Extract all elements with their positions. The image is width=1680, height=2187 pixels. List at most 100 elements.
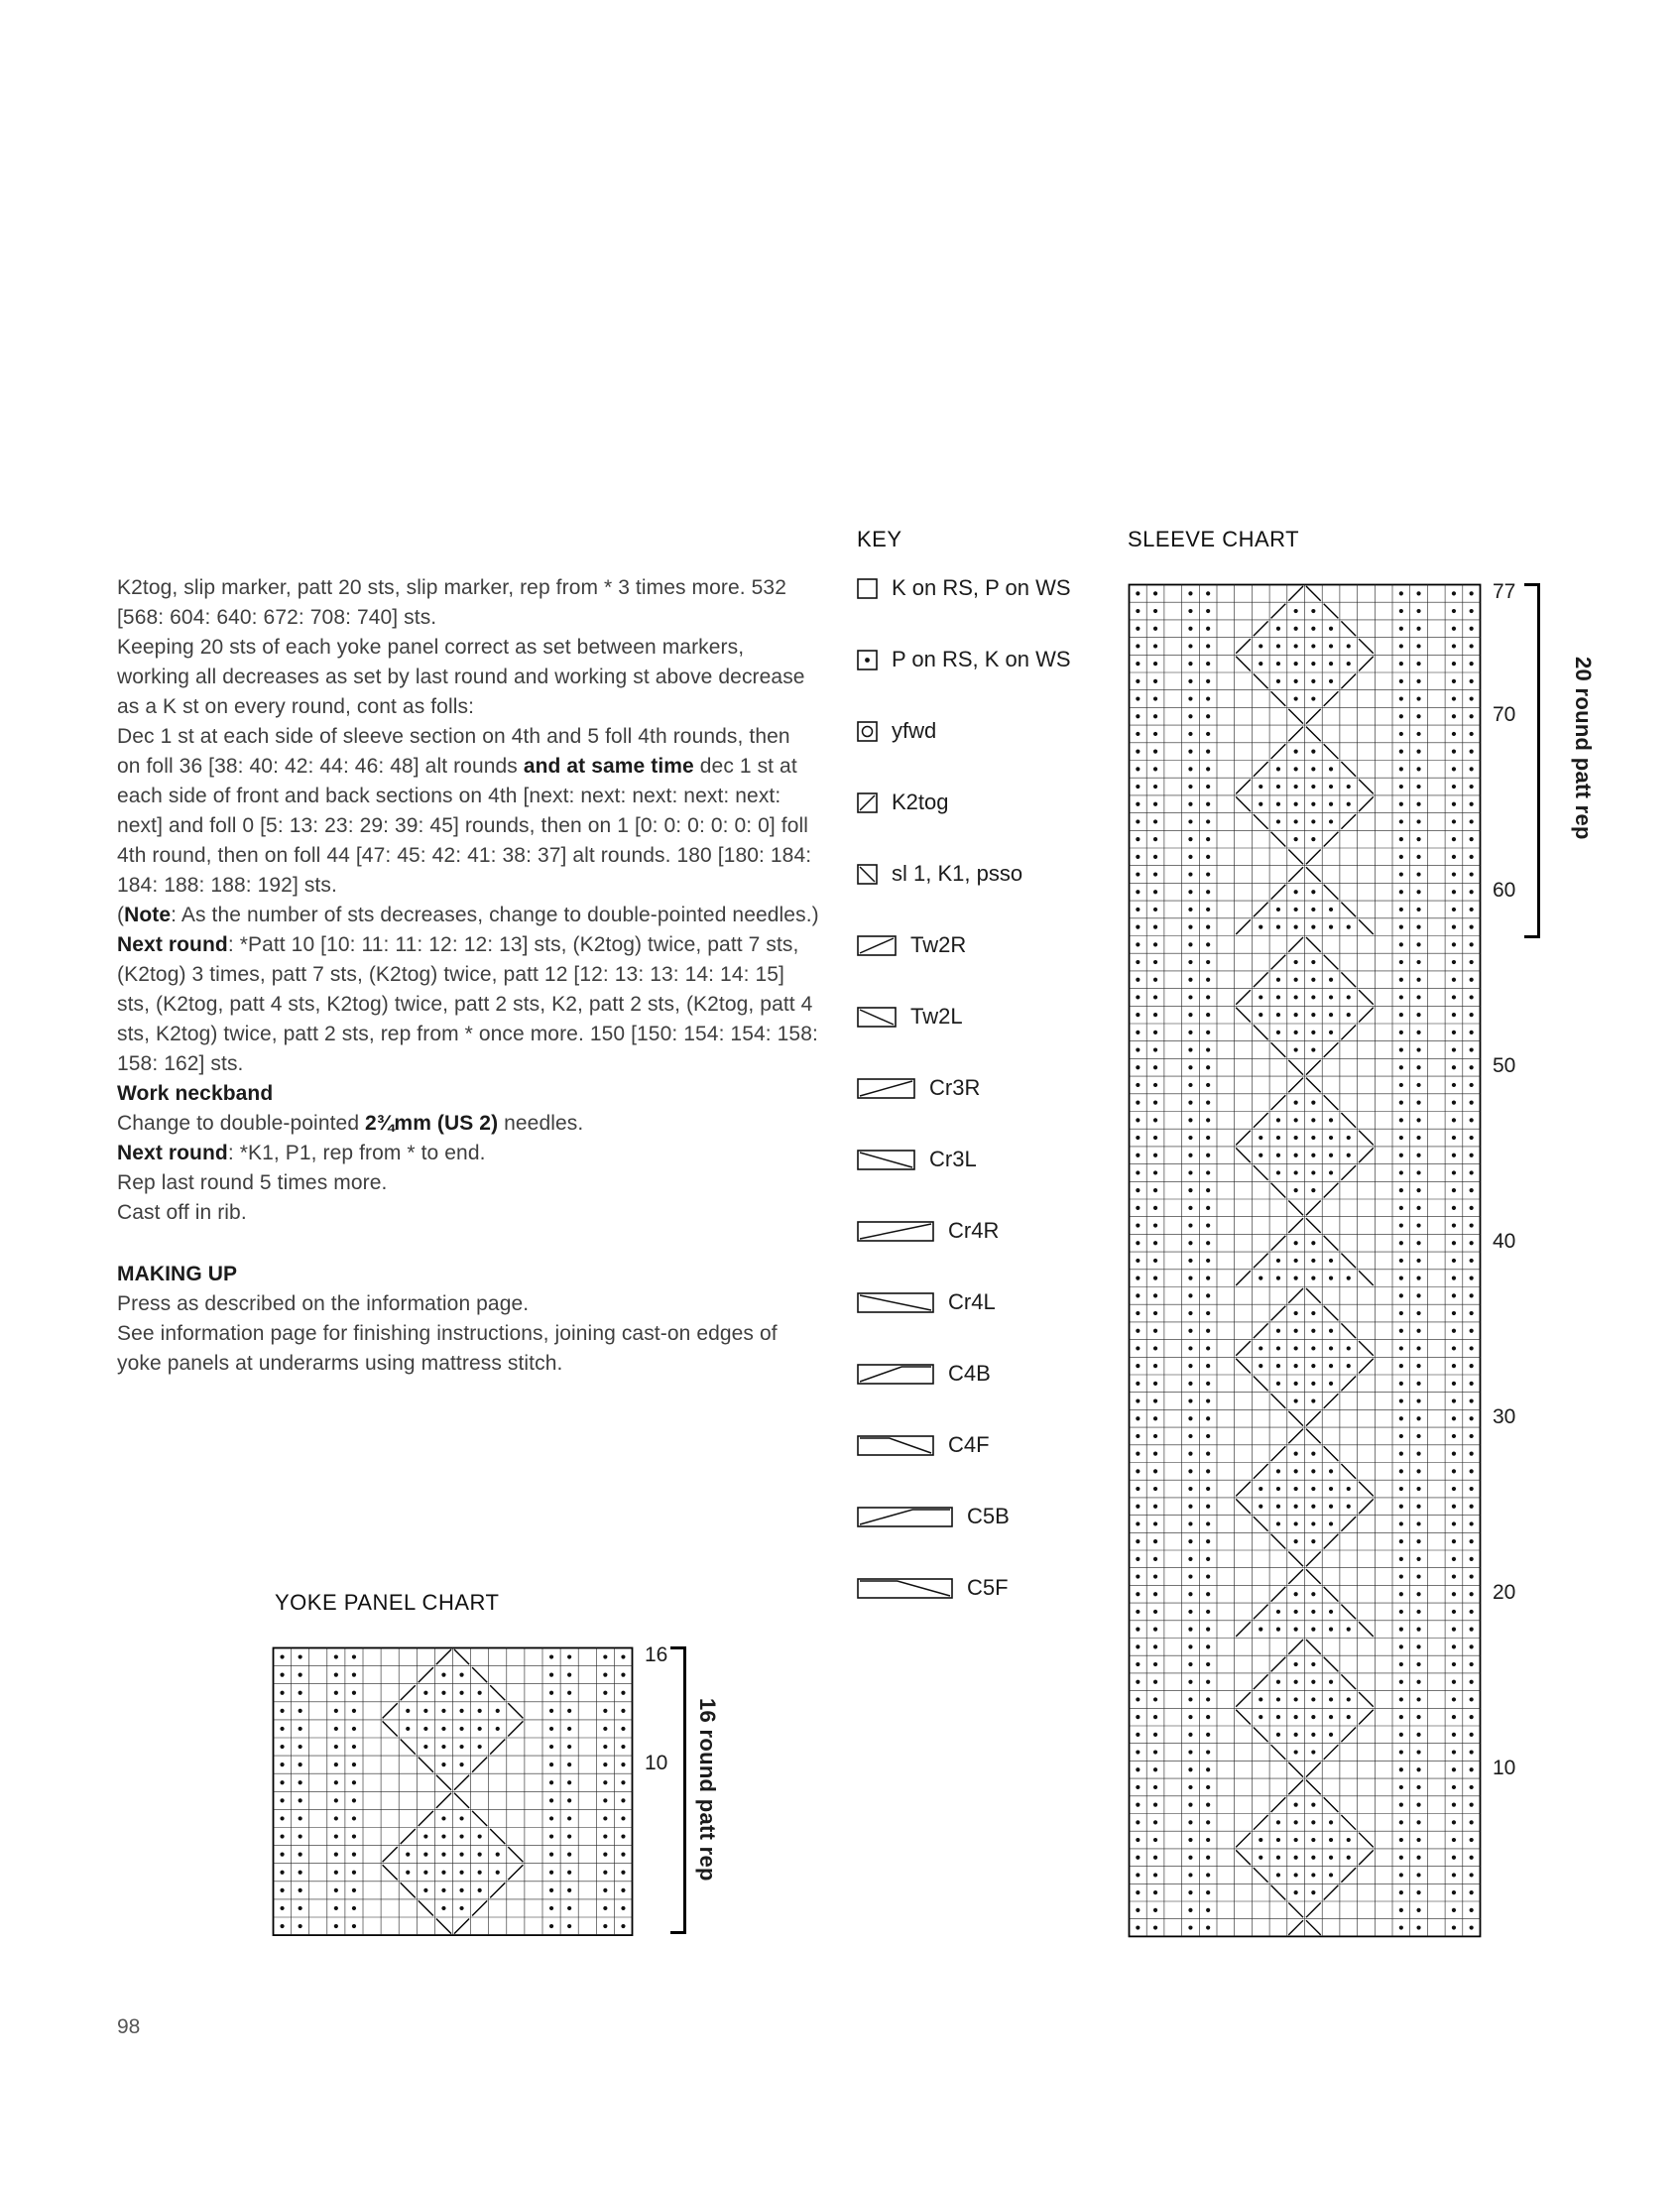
bold-text: MAKING UP <box>117 1263 238 1285</box>
key-label: Cr3L <box>929 1147 977 1171</box>
yoke-repeat-bracket <box>670 1646 686 1934</box>
key-label: C5F <box>967 1575 1009 1600</box>
body-text: Dec 1 st at each side of sleeve section … <box>117 725 790 778</box>
chart-row-number: 60 <box>1493 878 1516 902</box>
paragraph: Change to double-pointed 2¾mm (US 2) nee… <box>117 1109 819 1139</box>
bold-text: Note <box>124 904 172 926</box>
key-legend: K on RS, P on WS P on RS, K on WS yfwd K… <box>857 575 1154 1666</box>
paragraph: Work neckband <box>117 1079 819 1109</box>
key-label: sl 1, K1, psso <box>892 861 1023 886</box>
key-item: Cr3L <box>857 1147 977 1172</box>
paragraph: Next round: *K1, P1, rep from * to end. <box>117 1139 819 1168</box>
key-label: yfwd <box>892 718 937 743</box>
chart-row-number: 77 <box>1493 579 1516 603</box>
chart-row-number: 40 <box>1493 1229 1516 1253</box>
key-item: Cr4R <box>857 1218 999 1244</box>
sleeve-chart-title: SLEEVE CHART <box>1128 527 1300 551</box>
cr3r-icon <box>857 1077 915 1099</box>
c5f-icon <box>857 1577 953 1599</box>
body-text: K2tog, slip marker, patt 20 sts, slip ma… <box>117 576 786 629</box>
sleeve-chart-grid <box>1128 583 1482 1943</box>
paragraph: MAKING UP <box>117 1260 819 1289</box>
cr4l-icon <box>857 1291 934 1313</box>
purl-stitch-icon <box>857 649 878 670</box>
c5b-icon <box>857 1506 953 1527</box>
chart-row-number: 50 <box>1493 1053 1516 1077</box>
key-label: Cr4L <box>948 1289 996 1314</box>
body-text: ( <box>117 904 125 926</box>
k2tog-icon <box>857 791 878 813</box>
cr3l-icon <box>857 1149 915 1170</box>
tw2r-icon <box>857 934 897 956</box>
key-item: C4B <box>857 1361 991 1387</box>
paragraph: Dec 1 st at each side of sleeve section … <box>117 722 819 901</box>
yfwd-icon <box>857 720 878 742</box>
chart-row-number: 10 <box>1493 1756 1516 1779</box>
c4f-icon <box>857 1434 934 1456</box>
cr4r-icon <box>857 1220 934 1242</box>
yoke-chart-title: YOKE PANEL CHART <box>275 1590 500 1615</box>
bold-text: Next round <box>117 1142 228 1164</box>
key-label: Cr3R <box>929 1075 981 1100</box>
c4b-icon <box>857 1363 934 1385</box>
body-text: : As the number of sts decreases, change… <box>171 904 819 926</box>
key-label: P on RS, K on WS <box>892 647 1071 671</box>
paragraph: (Note: As the number of sts decreases, c… <box>117 901 819 930</box>
paragraph: Keeping 20 sts of each yoke panel correc… <box>117 633 819 722</box>
key-label: Tw2R <box>910 932 967 957</box>
body-text: Rep last round 5 times more. <box>117 1171 388 1194</box>
key-label: K on RS, P on WS <box>892 575 1071 600</box>
body-text: : *Patt 10 [10: 11: 11: 12: 12: 13] sts,… <box>117 933 818 1075</box>
key-label: C4B <box>948 1361 991 1386</box>
key-item: C4F <box>857 1432 990 1458</box>
body-text: : *K1, P1, rep from * to end. <box>227 1142 486 1164</box>
body-text: Cast off in rib. <box>117 1201 247 1224</box>
key-item: Tw2R <box>857 932 966 958</box>
key-title: KEY <box>857 527 902 551</box>
key-label: C5B <box>967 1504 1010 1528</box>
skpo-icon <box>857 863 878 885</box>
paragraph: Rep last round 5 times more. <box>117 1168 819 1198</box>
body-text: See information page for finishing instr… <box>117 1322 778 1375</box>
key-item: C5F <box>857 1575 1009 1601</box>
chart-row-number: 16 <box>645 1643 668 1667</box>
paragraph: K2tog, slip marker, patt 20 sts, slip ma… <box>117 573 819 633</box>
sleeve-repeat-bracket <box>1524 583 1540 938</box>
key-label: Tw2L <box>910 1004 963 1029</box>
body-text: needles. <box>498 1112 584 1135</box>
tw2l-icon <box>857 1006 897 1028</box>
key-item: sl 1, K1, psso <box>857 861 1022 887</box>
key-item: P on RS, K on WS <box>857 647 1071 672</box>
yoke-repeat-label: 16 round patt rep <box>695 1698 720 1882</box>
key-label: K2tog <box>892 790 949 814</box>
page-number: 98 <box>117 2015 141 2038</box>
bold-text: Work neckband <box>117 1082 274 1105</box>
paragraph: Press as described on the information pa… <box>117 1289 819 1319</box>
body-text: Press as described on the information pa… <box>117 1292 530 1315</box>
body-text: Keeping 20 sts of each yoke panel correc… <box>117 636 805 718</box>
paragraph: See information page for finishing instr… <box>117 1319 819 1379</box>
chart-row-number: 20 <box>1493 1580 1516 1604</box>
key-item: C5B <box>857 1504 1010 1529</box>
key-item: K on RS, P on WS <box>857 575 1071 601</box>
bold-text: Next round <box>117 933 228 956</box>
chart-row-number: 10 <box>645 1751 668 1774</box>
knit-stitch-icon <box>857 577 878 599</box>
key-item: Cr3R <box>857 1075 980 1101</box>
key-item: Cr4L <box>857 1289 996 1315</box>
bold-text: 2¾mm (US 2) <box>365 1112 499 1135</box>
body-text: Change to double-pointed <box>117 1112 366 1135</box>
paragraph: Next round: *Patt 10 [10: 11: 11: 12: 12… <box>117 930 819 1079</box>
key-item: yfwd <box>857 718 936 744</box>
sleeve-repeat-label: 20 round patt rep <box>1571 657 1596 840</box>
key-label: C4F <box>948 1432 990 1457</box>
key-item: K2tog <box>857 790 949 815</box>
key-item: Tw2L <box>857 1004 963 1030</box>
body-text: dec 1 st at each side of front and back … <box>117 755 812 897</box>
yoke-chart-grid <box>272 1646 634 1942</box>
paragraph: Cast off in rib. <box>117 1198 819 1228</box>
pattern-instructions: K2tog, slip marker, patt 20 sts, slip ma… <box>117 573 819 1379</box>
chart-row-number: 30 <box>1493 1404 1516 1428</box>
chart-row-number: 70 <box>1493 702 1516 726</box>
